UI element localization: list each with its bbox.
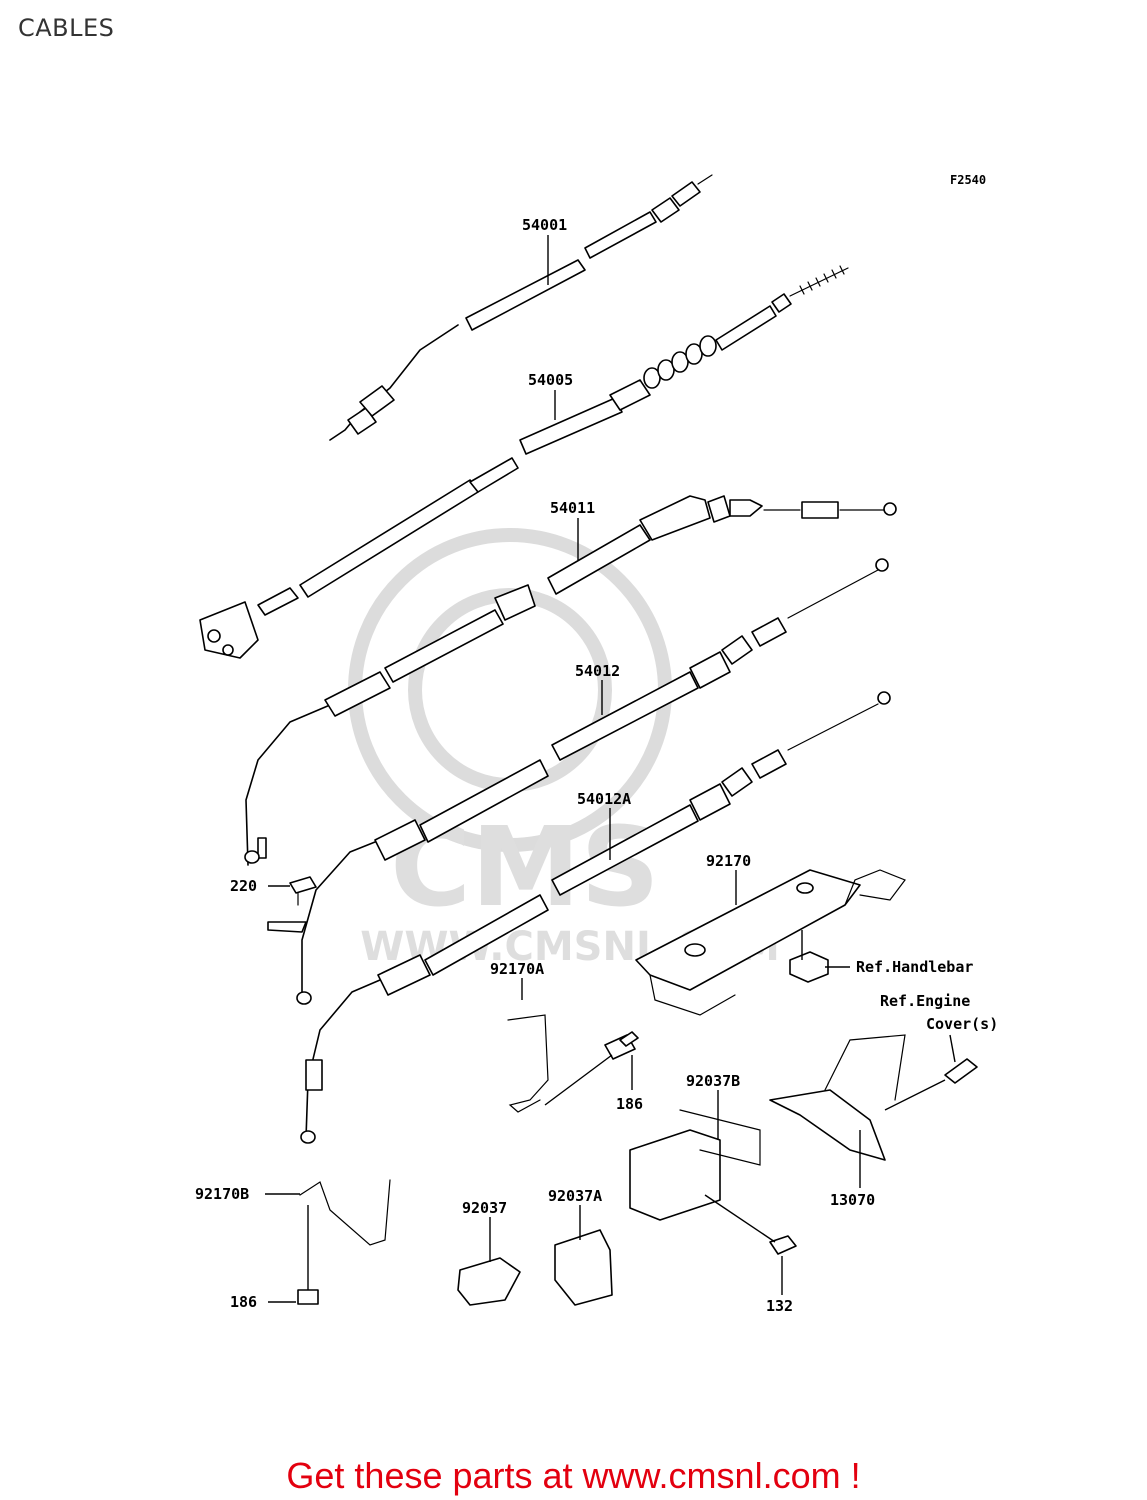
callout-92037: 92037: [462, 1199, 507, 1217]
callout-92037B: 92037B: [686, 1072, 740, 1090]
callout-92170B: 92170B: [195, 1185, 249, 1203]
callout-ref-handlebar: Ref.Handlebar: [856, 958, 973, 976]
callout-54005: 54005: [528, 371, 573, 389]
callout-54011: 54011: [550, 499, 595, 517]
callout-54001: 54001: [522, 216, 567, 234]
part-54012-cable[interactable]: [267, 558, 889, 1005]
part-92037-clamp[interactable]: [457, 1257, 521, 1306]
spring-coil: [643, 335, 717, 389]
callout-92170A: 92170A: [490, 960, 544, 978]
callout-92170: 92170: [706, 852, 751, 870]
callout-54012: 54012: [575, 662, 620, 680]
part-54005-cable[interactable]: [199, 265, 849, 659]
part-54011-cable[interactable]: [244, 495, 897, 866]
part-13070-bracket[interactable]: [769, 1034, 978, 1161]
callout-13070: 13070: [830, 1191, 875, 1209]
part-220-screw[interactable]: [289, 876, 317, 906]
part-92037B-bracket[interactable]: [629, 1109, 761, 1221]
callout-186-bottom: 186: [230, 1293, 257, 1311]
callout-labels: 54001 54005 54011 54012 54012A 92170 220…: [195, 216, 998, 1315]
page-title: CABLES: [18, 14, 115, 42]
part-92170A-wire[interactable]: [507, 1014, 639, 1113]
callout-ref-engine-2: Cover(s): [926, 1015, 998, 1033]
part-92037A-clamp[interactable]: [554, 1229, 613, 1306]
part-92170B-wire[interactable]: [297, 1179, 391, 1305]
callout-ref-engine-1: Ref.Engine: [880, 992, 970, 1010]
callout-220: 220: [230, 877, 257, 895]
callout-132: 132: [766, 1297, 793, 1315]
part-92170-bracket[interactable]: [635, 869, 906, 1016]
part-132-bolt[interactable]: [769, 1235, 797, 1255]
callout-54012A: 54012A: [577, 790, 631, 808]
footer-link[interactable]: Get these parts at www.cmsnl.com !: [286, 1455, 861, 1496]
leader-lines: [265, 235, 956, 1303]
figure-code: F2540: [950, 173, 986, 187]
part-54012A-cable[interactable]: [300, 691, 891, 1144]
part-54001-cable[interactable]: [329, 174, 713, 441]
callout-186-top: 186: [616, 1095, 643, 1113]
callout-92037A: 92037A: [548, 1187, 602, 1205]
exploded-parts-diagram: CMS WWW.CMSNL.COM F2540: [195, 173, 998, 1315]
